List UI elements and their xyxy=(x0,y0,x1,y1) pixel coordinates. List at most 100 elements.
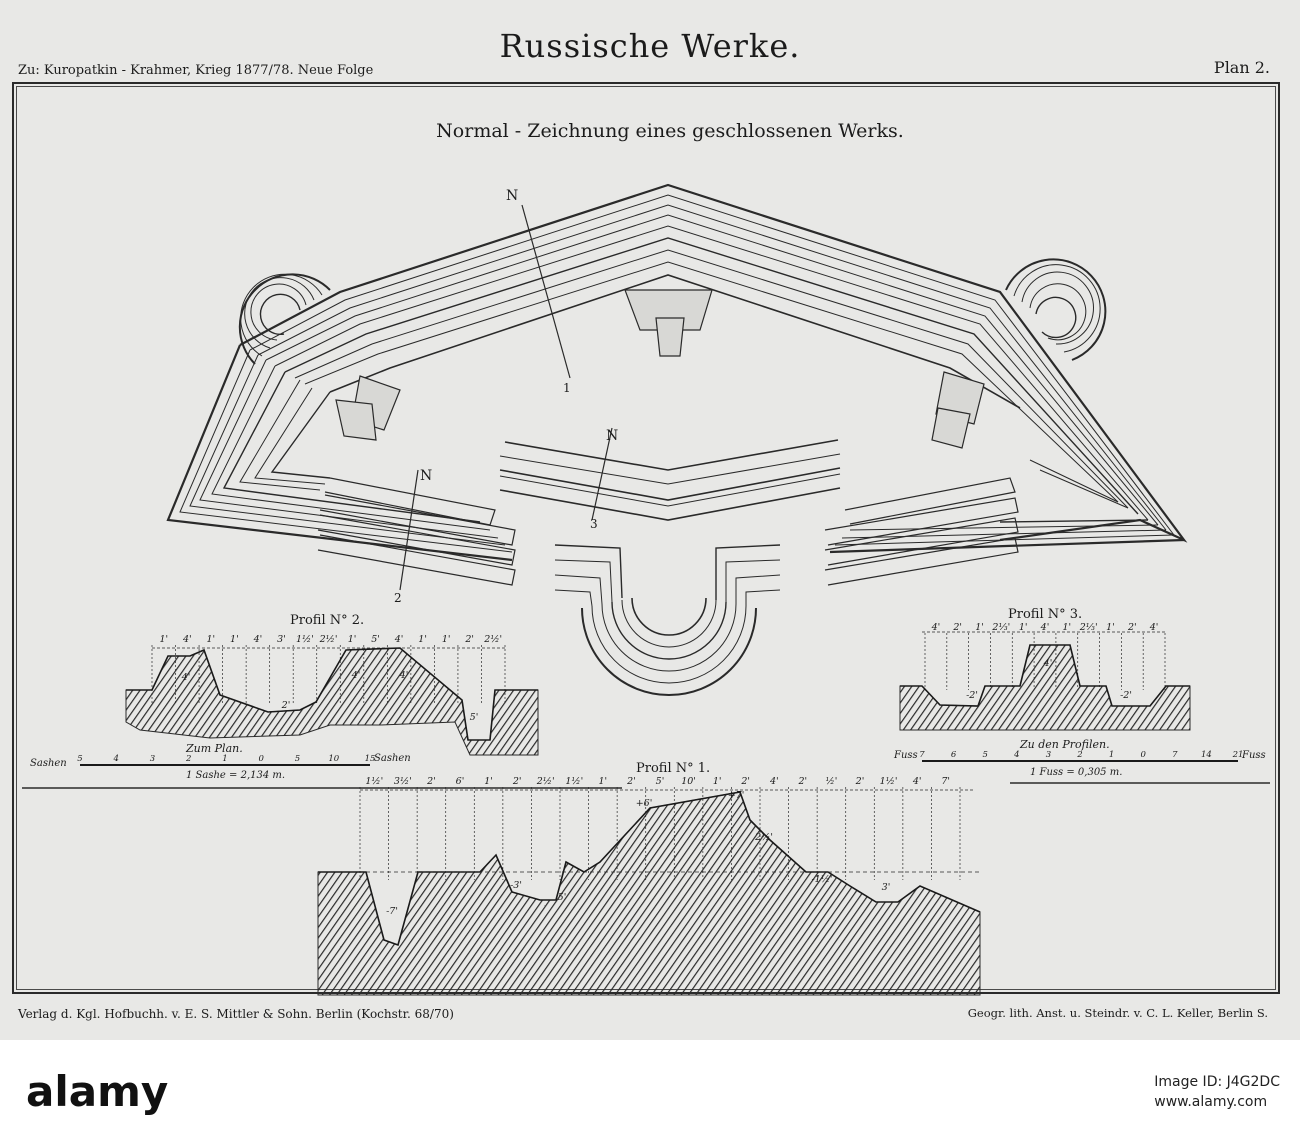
depth-label: 2½' xyxy=(754,832,773,843)
dimension-label: 1' xyxy=(484,776,493,787)
depth-label: 4' xyxy=(181,672,191,683)
book-reference: Zu: Kuropatkin - Krahmer, Krieg 1877/78.… xyxy=(18,63,374,78)
dimension-label: 4' xyxy=(1149,622,1159,633)
dimension-label: 1' xyxy=(348,634,357,645)
drawing-subtitle: Normal - Zeichnung eines geschlossenen W… xyxy=(436,120,904,142)
scale-tick-label: 2 xyxy=(1076,750,1082,760)
stock-site-text: www.alamy.com xyxy=(1154,1094,1268,1111)
scale-tick-label: 0 xyxy=(259,754,265,764)
dimension-label: 1' xyxy=(1106,622,1115,633)
dimension-label: 4' xyxy=(394,634,404,645)
profile-2-depth-marks: 4'2'4'4'5' xyxy=(181,670,479,723)
gorge-horseshoe xyxy=(554,544,781,696)
lithographer-imprint: Geogr. lith. Anst. u. Steindr. v. C. L. … xyxy=(967,1006,1268,1020)
profile-1-title: Profil N° 1. xyxy=(636,761,710,776)
dimension-label: 1' xyxy=(418,634,427,645)
dimension-label: 2' xyxy=(798,776,808,787)
image-id-text: Image ID: J4G2DC xyxy=(1154,1074,1280,1090)
dimension-label: 2½' xyxy=(483,634,502,645)
scale-tick-label: 6 xyxy=(951,750,957,760)
dimension-label: 2½' xyxy=(536,776,555,787)
depth-label: 4' xyxy=(399,670,409,681)
scale-tick-label: 7 xyxy=(919,750,925,760)
depth-label: 2' xyxy=(281,700,291,711)
profile-2: Profil N° 2. 1'4'1'1'4'3'1½'2½'1'5'4'1'1… xyxy=(125,613,539,756)
dimension-label: 1' xyxy=(713,776,722,787)
scale-tick-label: 2 xyxy=(185,754,191,764)
publisher-imprint: Verlag d. Kgl. Hofbuchh. v. E. S. Mittle… xyxy=(18,1007,454,1021)
dimension-label: 4' xyxy=(253,634,263,645)
dimension-label: 3½' xyxy=(394,776,412,787)
dimension-label: 4' xyxy=(912,776,922,787)
dimension-label: 2' xyxy=(426,776,436,787)
scale-profile-left-unit: Fuss xyxy=(893,750,918,761)
scale-tick-label: 10 xyxy=(328,754,339,764)
profile-2-dimensions: 1'4'1'1'4'3'1½'2½'1'5'4'1'1'2'2½' xyxy=(151,634,506,705)
depth-label: -2' xyxy=(966,690,978,701)
dimension-label: 1' xyxy=(442,634,451,645)
dimension-label: 2' xyxy=(952,622,962,633)
dimension-label: 2' xyxy=(740,776,750,787)
section-lines xyxy=(399,204,613,591)
section-3-number: 3 xyxy=(590,517,598,531)
depth-label: -2' xyxy=(1120,690,1132,701)
scale-tick-label: 1 xyxy=(1109,750,1114,760)
scale-tick-label: 5 xyxy=(982,750,987,760)
scale-tick-label: 0 xyxy=(1140,750,1146,760)
dimension-label: 5' xyxy=(371,634,380,645)
dimension-label: 1' xyxy=(1019,622,1028,633)
profile-3-depth-marks: -2' 4' -2' xyxy=(966,658,1132,701)
fortification-drawing: N 1 N 2 N 3 Profil N° 2. 1'4'1'1'4'3'1½'… xyxy=(22,183,1270,996)
dimension-label: 1' xyxy=(599,776,608,787)
section-2-letter: N xyxy=(420,468,432,484)
scale-tick-label: 4 xyxy=(113,754,119,764)
profile-2-ground xyxy=(125,647,539,756)
dimension-label: 2' xyxy=(855,776,865,787)
dimension-label: 4' xyxy=(769,776,779,787)
dimension-label: 5' xyxy=(656,776,665,787)
dimension-label: 1½' xyxy=(880,776,898,787)
scale-tick-label: 5 xyxy=(77,754,82,764)
scale-tick-label: 3 xyxy=(150,754,155,764)
dimension-label: 1' xyxy=(975,622,984,633)
dimension-label: 2' xyxy=(626,776,636,787)
scale-tick-label: 21 xyxy=(1232,750,1244,760)
profile-3: Profil N° 3. 4'2'1'2⅓'1'4'1'2⅓'1'2'4' -2… xyxy=(899,607,1191,731)
dimension-label: 6' xyxy=(456,776,465,787)
inner-traverses xyxy=(317,477,1019,586)
profile-2-title: Profil N° 2. xyxy=(290,613,364,628)
dimension-label: 1½' xyxy=(296,634,314,645)
profile-1-ground xyxy=(317,791,981,996)
scale-tick-label: 5 xyxy=(295,754,300,764)
dimension-label: 7' xyxy=(941,776,950,787)
left-face xyxy=(166,344,513,562)
scale-tick-label: 4 xyxy=(1013,750,1019,760)
scale-tick-label: 1 xyxy=(222,754,227,764)
section-3-letter: N xyxy=(606,428,618,444)
depth-label: 4' xyxy=(351,670,361,681)
closed-work-plan xyxy=(166,183,1188,696)
map-sheet: Russische Werke. Zu: Kuropatkin - Krahme… xyxy=(0,0,1300,1040)
scale-profile-right-unit: Fuss xyxy=(1241,750,1266,761)
scale-profile-title: Zu den Profilen. xyxy=(1019,738,1110,751)
dimension-label: 1' xyxy=(159,634,168,645)
profile-3-title: Profil N° 3. xyxy=(1008,607,1082,622)
profile-1: Profil N° 1. 1½'3½'2'6'1'2'2½'1½'1'2'5'1… xyxy=(317,761,981,996)
profile-1-height-marks: +6'+7'2½'-7'-3'5'-1½'3' xyxy=(386,790,890,917)
depth-label: 3' xyxy=(882,882,891,893)
dimension-label: 2⅓' xyxy=(1079,622,1098,633)
dimension-label: 2' xyxy=(1127,622,1137,633)
central-traverse xyxy=(499,439,841,521)
scale-plan-note: 1 Sashe = 2,134 m. xyxy=(186,770,285,781)
scale-tick-label: 3 xyxy=(1046,750,1051,760)
depth-label: -3' xyxy=(510,880,522,891)
dimension-label: 2⅓' xyxy=(991,622,1010,633)
dimension-label: 1' xyxy=(230,634,239,645)
dimension-label: 3' xyxy=(277,634,286,645)
traverses xyxy=(335,289,985,449)
dimension-label: 4' xyxy=(182,634,192,645)
depth-label: 4' xyxy=(1043,658,1053,669)
scale-tick-label: 7 xyxy=(1172,750,1178,760)
depth-label: -1½' xyxy=(811,874,832,885)
